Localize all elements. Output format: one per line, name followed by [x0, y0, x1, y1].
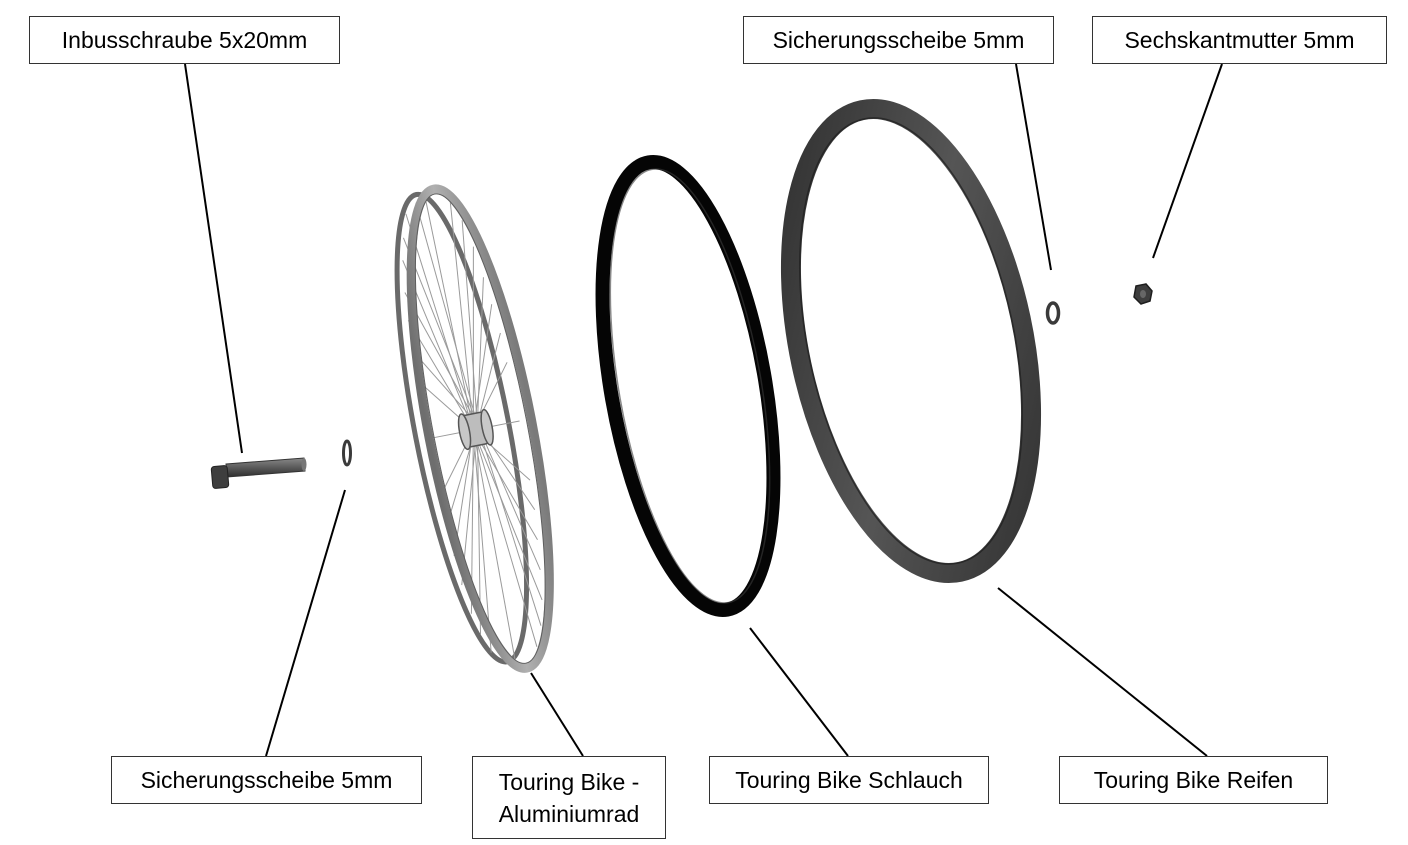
hex-nut	[1133, 283, 1153, 305]
label-sechskantmutter: Sechskantmutter 5mm	[1092, 16, 1387, 64]
inner-tube	[595, 155, 781, 617]
leader-line-reifen	[997, 587, 1208, 757]
label-aluminiumrad: Touring Bike - Aluminiumrad	[472, 756, 666, 839]
leader-line-aluminiumrad	[530, 672, 584, 757]
tire	[780, 98, 1042, 584]
label-schlauch: Touring Bike Schlauch	[709, 756, 989, 804]
leader-line-sechskantmutter	[1152, 63, 1223, 259]
label-aluminiumrad-line2: Aluminiumrad	[498, 800, 640, 827]
leader-lines	[184, 63, 1223, 757]
label-aluminiumrad-line1: Touring Bike -	[498, 768, 640, 795]
lock-washer-right	[1045, 301, 1061, 325]
label-reifen: Touring Bike Reifen	[1059, 756, 1328, 804]
label-sicherungsscheibe-top: Sicherungsscheibe 5mm	[743, 16, 1054, 64]
leader-line-sicherungsscheibe-top	[1015, 63, 1052, 271]
hex-socket-bolt	[210, 457, 307, 489]
leader-line-inbusschraube	[184, 63, 243, 454]
lock-washer-left	[342, 439, 352, 467]
label-sicherungsscheibe-bottom: Sicherungsscheibe 5mm	[111, 756, 422, 804]
aluminium-wheel	[394, 184, 554, 673]
leader-line-schlauch	[749, 627, 849, 757]
label-inbusschraube: Inbusschraube 5x20mm	[29, 16, 340, 64]
leader-line-sicherungsscheibe-bottom	[265, 489, 346, 757]
